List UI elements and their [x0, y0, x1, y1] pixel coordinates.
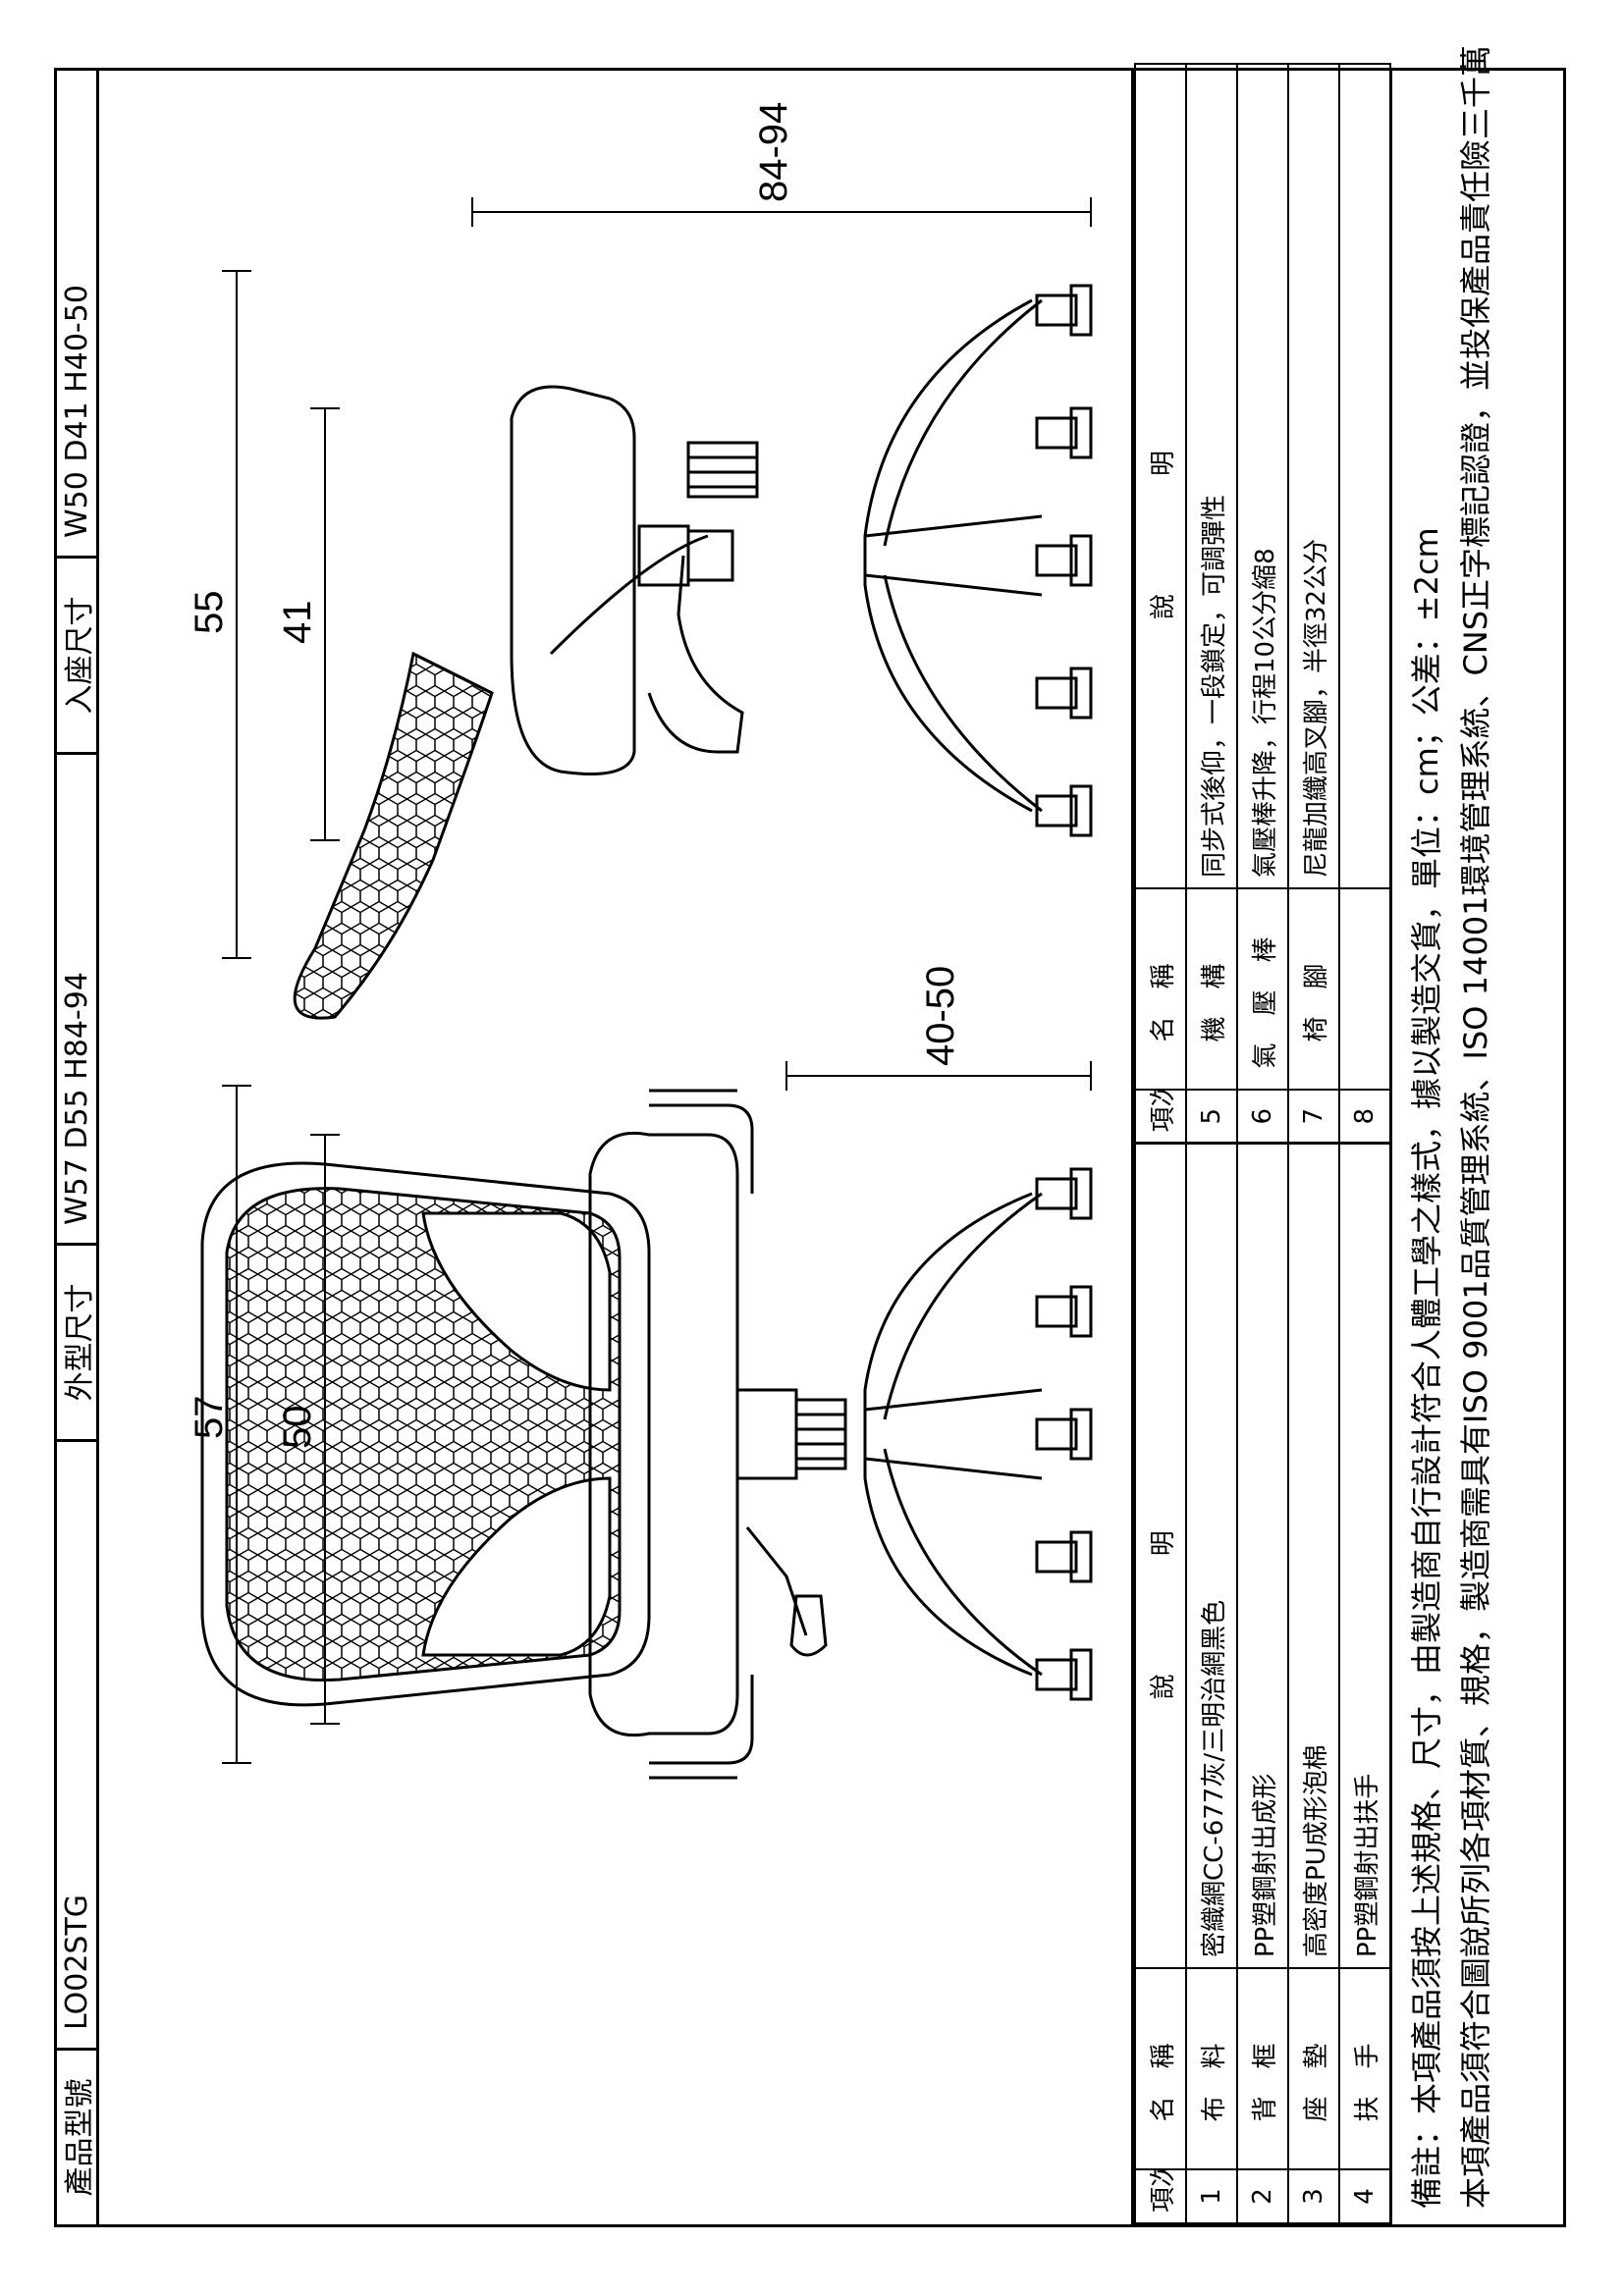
col-desc-header-2: 說明	[1135, 64, 1186, 888]
item-no: 8	[1339, 1090, 1390, 1144]
item-name: 背框	[1237, 1968, 1288, 2169]
chair-drawings: 57 50 40-50	[188, 102, 1093, 1780]
item-no: 7	[1288, 1090, 1339, 1144]
note-line-1: 備註：本項產品須按上述規格、尺寸，由製造商自行設計符合人體工學之樣式，據以製造交…	[1408, 527, 1445, 2209]
item-no: 1	[1186, 2169, 1237, 2223]
col-name-header: 名稱	[1135, 1968, 1186, 2169]
side-dimensions	[222, 197, 1092, 959]
item-desc	[1339, 64, 1390, 888]
table-row: 1 布料 密織網CC-677灰/三明治網黑色 5 機構 同步式後仰，一段鎖定，可…	[1186, 64, 1237, 2223]
col-desc-header: 說明	[1135, 1144, 1186, 1968]
seat-size-value: W50 D41 H40-50	[59, 285, 94, 538]
table-row: 4 扶手 PP塑鋼射出扶手 8	[1339, 64, 1390, 2223]
item-no: 4	[1339, 2169, 1390, 2223]
drawing-area: 57 50 40-50	[99, 71, 1131, 2224]
item-desc: 氣壓棒升降，行程10公分縮8	[1237, 64, 1288, 888]
item-desc: 同步式後仰，一段鎖定，可調彈性	[1186, 64, 1237, 888]
item-name: 機構	[1186, 888, 1237, 1090]
side-inner-label: 41	[276, 601, 319, 645]
item-desc: PP塑鋼射出扶手	[1339, 1144, 1390, 1968]
side-height-label: 84-94	[752, 102, 795, 202]
table-row: 2 背框 PP塑鋼射出成形 6 氣壓棒 氣壓棒升降，行程10公分縮8	[1237, 64, 1288, 2223]
item-no: 3	[1288, 2169, 1339, 2223]
item-name: 布料	[1186, 1968, 1237, 2169]
table-header-row: 項次 名稱 說明 項次 名稱 說明	[1135, 64, 1186, 2223]
item-no: 2	[1237, 2169, 1288, 2223]
front-view	[200, 1089, 1093, 1780]
spec-table: 項次 名稱 說明 項次 名稱 說明 1 布料 密織網CC-677灰/三明治網黑色…	[1131, 64, 1392, 2227]
table-row: 3 座墊 高密度PU成形泡棉 7 椅腳 尼龍加纖高叉腳，半徑32公分	[1288, 64, 1339, 2223]
col-name-header-2: 名稱	[1135, 888, 1186, 1090]
outer-size-value: W57 D55 H84-94	[57, 752, 96, 1243]
item-no: 6	[1237, 1090, 1288, 1144]
front-height-label: 40-50	[919, 966, 962, 1066]
front-dimensions	[222, 1061, 1092, 1764]
note-line-2: 本項產品須符合圖說所列各項材質、規格，製造商需具有ISO 9001品質管理系統、…	[1457, 44, 1494, 2209]
front-inner-label: 50	[276, 1406, 319, 1450]
item-desc: 尼龍加纖高叉腳，半徑32公分	[1288, 64, 1339, 888]
item-desc: PP塑鋼射出成形	[1237, 1144, 1288, 1968]
item-name: 座墊	[1288, 1968, 1339, 2169]
item-desc: 密織網CC-677灰/三明治網黑色	[1186, 1144, 1237, 1968]
item-name: 扶手	[1339, 1968, 1390, 2169]
item-no: 5	[1186, 1090, 1237, 1144]
model-value: LO02STG	[57, 1439, 96, 2048]
side-view	[293, 284, 1093, 1020]
item-desc: 高密度PU成形泡棉	[1288, 1144, 1339, 1968]
header-strip: 產品型號 LO02STG 外型尺寸 W57 D55 H84-94 入座尺寸 W5…	[54, 68, 99, 2227]
notes-section: 備註：本項產品須按上述規格、尺寸，由製造商自行設計符合人體工學之樣式，據以製造交…	[1392, 44, 1566, 2227]
item-name: 椅腳	[1288, 888, 1339, 1090]
side-depth-label: 55	[188, 591, 231, 635]
model-label: 產品型號	[57, 2048, 97, 2224]
outer-size-label: 外型尺寸	[57, 1243, 97, 1439]
item-name	[1339, 888, 1390, 1090]
col-item-header: 項次	[1135, 2169, 1186, 2223]
col-item-header-2: 項次	[1135, 1090, 1186, 1144]
front-width-label: 57	[188, 1396, 231, 1440]
item-name: 氣壓棒	[1237, 888, 1288, 1090]
seat-size-label: 入座尺寸	[57, 556, 97, 752]
